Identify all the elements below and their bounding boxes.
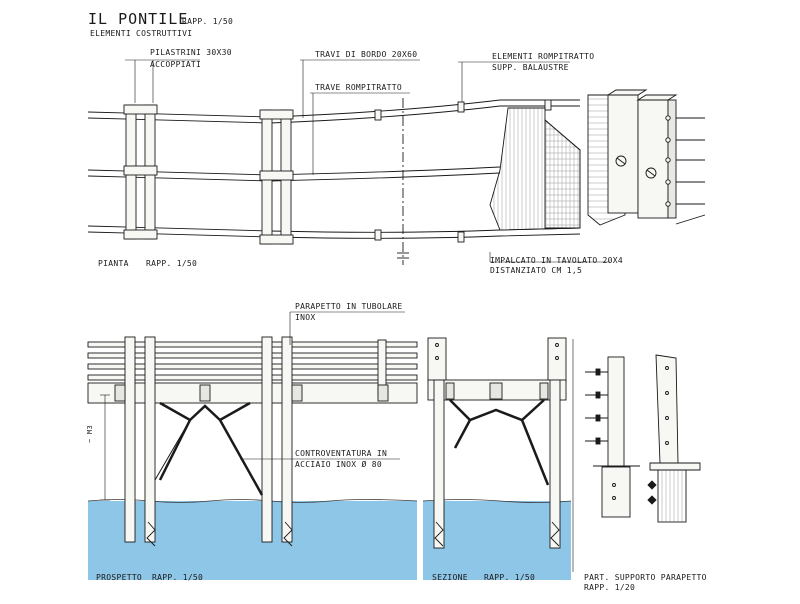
note-trave-rompitratto: TRAVE ROMPITRATTO: [315, 83, 402, 92]
note-impalcato-2: DISTANZIATO CM 1,5: [490, 266, 583, 275]
note-controventatura-1: CONTROVENTATURA IN: [295, 449, 388, 458]
section-label: SEZIONE: [432, 573, 468, 582]
note-parapetto-1: PARAPETTO IN TUBOLARE: [295, 302, 403, 311]
detail-label: PART. SUPPORTO PARAPETTO: [584, 573, 707, 582]
plan-scale: RAPP. 1/50: [146, 259, 198, 268]
note-controventatura-2: ACCIAIO INOX Ø 80: [295, 460, 382, 469]
drawing-subtitle: ELEMENTI COSTRUTTIVI: [90, 29, 193, 38]
detail-scale: RAPP. 1/20: [584, 583, 636, 592]
plan-label: PIANTA: [98, 259, 129, 268]
note-impalcato-1: IMPALCATO IN TAVOLATO 20X4: [490, 256, 624, 265]
water-elevation: [88, 501, 417, 580]
water-section: [423, 501, 571, 580]
railing-support-detail: [572, 339, 701, 572]
note-elementi-1: ELEMENTI ROMPITRATTO: [492, 52, 595, 61]
section-scale: RAPP. 1/50: [484, 573, 536, 582]
drawing-title: IL PONTILE: [88, 10, 189, 28]
note-elementi-2: SUPP. BALAUSTRE: [492, 63, 569, 72]
note-travi-bordo: TRAVI DI BORDO 20X60: [315, 50, 418, 59]
note-parapetto-2: INOX: [295, 313, 316, 322]
elevation-view: [87, 311, 418, 547]
elevation-scale: RAPP. 1/50: [152, 573, 204, 582]
section-view: [427, 337, 567, 549]
note-pilastrini-2: ACCOPPIATI: [150, 60, 202, 69]
dimension-height: ~ M3: [86, 424, 94, 443]
note-pilastrini-1: PILASTRINI 30X30: [150, 48, 232, 57]
plan-view: [87, 59, 610, 265]
plan-perspective-detail: [587, 89, 706, 226]
elevation-label: PROSPETTO: [96, 573, 143, 582]
title-scale: RAPP. 1/50: [182, 17, 234, 26]
